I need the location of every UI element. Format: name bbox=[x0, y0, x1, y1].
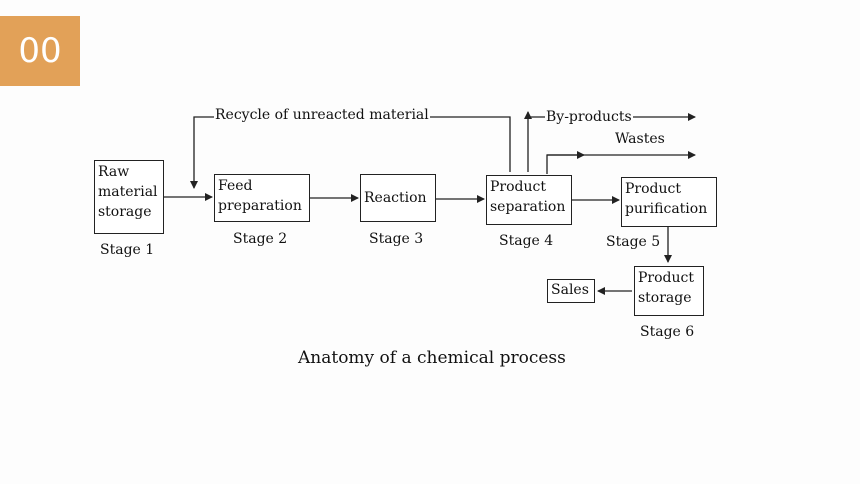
stage-label: Stage 6 bbox=[640, 324, 695, 340]
box-product-purification: Product purification bbox=[621, 177, 717, 227]
box-line: Product bbox=[625, 181, 681, 197]
box-line: Product bbox=[638, 270, 694, 286]
stage-label: Stage 2 bbox=[233, 231, 288, 247]
box-line: storage bbox=[98, 204, 152, 220]
box-reaction: Reaction bbox=[360, 174, 436, 222]
box-line: material bbox=[98, 184, 158, 200]
byproducts-label: By-products bbox=[545, 109, 633, 125]
box-line: separation bbox=[490, 199, 566, 215]
box-feed-preparation: Feed preparation bbox=[214, 174, 310, 222]
stage-label: Stage 5 bbox=[606, 234, 661, 250]
stage-label: Stage 4 bbox=[499, 233, 554, 249]
box-sales: Sales bbox=[547, 279, 595, 303]
box-line: preparation bbox=[218, 198, 302, 214]
recycle-label: Recycle of unreacted material bbox=[214, 107, 430, 123]
box-line: Reaction bbox=[364, 190, 427, 206]
box-line: Sales bbox=[551, 282, 589, 298]
stage-label: Stage 1 bbox=[100, 242, 155, 258]
wastes-line bbox=[546, 151, 585, 174]
slide-number-badge: 00 bbox=[0, 16, 80, 86]
box-line: purification bbox=[625, 201, 708, 217]
box-product-separation: Product separation bbox=[486, 175, 572, 225]
box-line: Raw bbox=[98, 164, 130, 180]
box-line: storage bbox=[638, 290, 692, 306]
box-raw-material-storage: Raw material storage bbox=[94, 160, 164, 234]
box-product-storage: Product storage bbox=[634, 266, 704, 316]
diagram-caption: Anatomy of a chemical process bbox=[298, 348, 566, 368]
wastes-label: Wastes bbox=[614, 131, 666, 147]
box-line: Feed bbox=[218, 178, 253, 194]
box-line: Product bbox=[490, 179, 546, 195]
stage-label: Stage 3 bbox=[369, 231, 424, 247]
